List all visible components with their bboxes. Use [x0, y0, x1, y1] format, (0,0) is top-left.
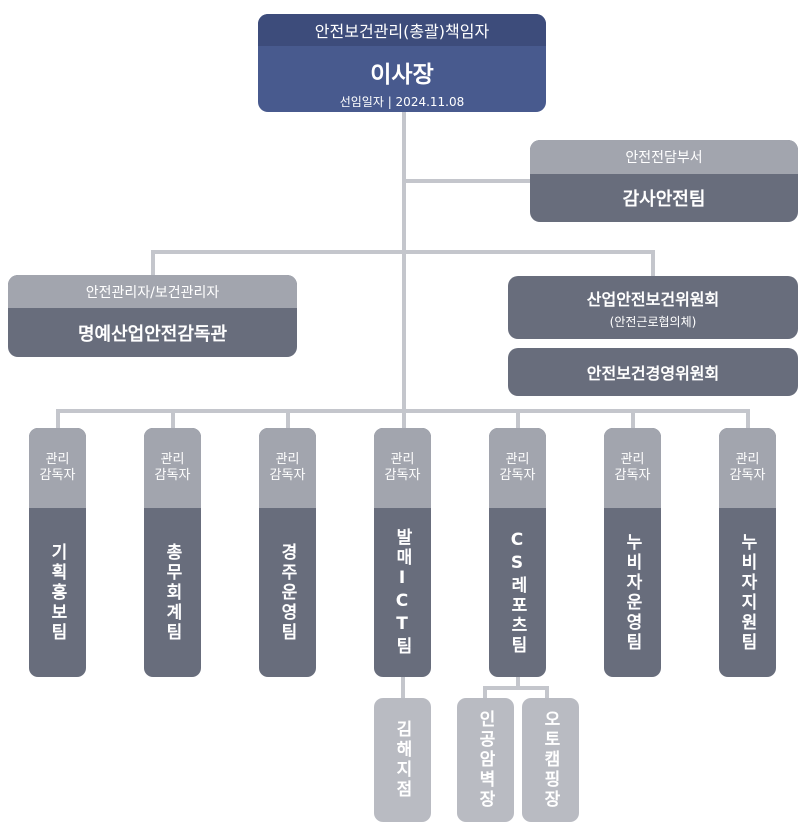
- ceo-appointed-date: 선임일자 | 2024.11.08: [339, 95, 465, 109]
- team-head: 관리 감독자: [604, 428, 661, 508]
- team-name: 발매ICT팀: [392, 528, 412, 657]
- team-column: 관리 감독자 누비자지원팀: [719, 428, 776, 677]
- team-head-line-1: 관리: [620, 452, 645, 467]
- team-name: 총무회계팀: [162, 542, 182, 643]
- team-head-line-2: 감독자: [269, 468, 306, 483]
- connector-team-drop-5: [516, 409, 520, 429]
- connector-team-drop-6: [631, 409, 635, 429]
- connector-cs-sub-vertical: [516, 677, 520, 687]
- connector-team-drop-1: [56, 409, 60, 429]
- team-name: 경주운영팀: [277, 542, 297, 643]
- subunit-name: 오토캠핑장: [540, 710, 560, 810]
- team-head-line-2: 감독자: [384, 468, 421, 483]
- team-head-line-2: 감독자: [39, 468, 76, 483]
- connector-teams-horizontal: [56, 409, 748, 413]
- safety-dept-label: 안전전담부서: [530, 140, 798, 174]
- team-head: 관리 감독자: [144, 428, 201, 508]
- connector-main-vertical: [402, 112, 406, 428]
- connector-honorary-drop: [151, 250, 155, 276]
- subunit-box: 김해지점: [374, 698, 431, 822]
- team-name: 기획홍보팀: [47, 542, 67, 643]
- committee-industrial-safety-name: 산업안전보건위원회: [586, 289, 720, 309]
- team-head-line-2: 감독자: [499, 468, 536, 483]
- team-head-line-1: 관리: [390, 452, 415, 467]
- committee-safety-management: 안전보건경영위원회: [508, 348, 798, 396]
- team-body: 누비자지원팀: [719, 508, 776, 677]
- team-column: 관리 감독자 발매ICT팀: [374, 428, 431, 677]
- safety-dept-name: 감사안전팀: [622, 189, 706, 210]
- team-body: 경주운영팀: [259, 508, 316, 677]
- team-body: 발매ICT팀: [374, 508, 431, 677]
- subunit-name: 인공암벽장: [475, 710, 495, 810]
- safety-manager-label: 안전관리자/보건관리자: [8, 275, 297, 308]
- connector-cs-sub-left: [483, 686, 487, 699]
- team-head-line-1: 관리: [505, 452, 530, 467]
- team-column: 관리 감독자 기획홍보팀: [29, 428, 86, 677]
- subunit-name: 김해지점: [392, 720, 412, 800]
- team-body: 기획홍보팀: [29, 508, 86, 677]
- safety-dept-box: 안전전담부서 감사안전팀: [530, 140, 798, 222]
- team-body: 누비자운영팀: [604, 508, 661, 677]
- team-body: CS레포츠팀: [489, 508, 546, 677]
- team-head-line-2: 감독자: [614, 468, 651, 483]
- team-head-line-1: 관리: [275, 452, 300, 467]
- team-head-line-2: 감독자: [729, 468, 766, 483]
- team-head-line-1: 관리: [160, 452, 185, 467]
- connector-ict-sub: [401, 677, 405, 699]
- team-name: CS레포츠팀: [507, 529, 527, 656]
- team-body: 총무회계팀: [144, 508, 201, 677]
- connector-team-drop-2: [171, 409, 175, 429]
- team-column: 관리 감독자 경주운영팀: [259, 428, 316, 677]
- committee-industrial-safety-sub: (안전근로협의체): [609, 314, 697, 329]
- team-head-line-2: 감독자: [154, 468, 191, 483]
- team-column: 관리 감독자 총무회계팀: [144, 428, 201, 677]
- connector-dept-horizontal: [402, 179, 532, 183]
- honorary-inspector-name: 명예산업안전감독관: [77, 323, 228, 345]
- connector-mid-horizontal: [151, 250, 655, 254]
- connector-cs-sub-right: [545, 686, 549, 699]
- connector-committee-drop: [651, 250, 655, 277]
- connector-team-drop-7: [746, 409, 750, 429]
- ceo-name: 이사장: [370, 62, 434, 88]
- team-column: 관리 감독자 누비자운영팀: [604, 428, 661, 677]
- team-head-line-1: 관리: [45, 452, 70, 467]
- team-head: 관리 감독자: [489, 428, 546, 508]
- team-head-line-1: 관리: [735, 452, 760, 467]
- team-head: 관리 감독자: [719, 428, 776, 508]
- subunit-box: 오토캠핑장: [522, 698, 579, 822]
- team-head: 관리 감독자: [259, 428, 316, 508]
- team-column: 관리 감독자 CS레포츠팀: [489, 428, 546, 677]
- safety-manager-box: 안전관리자/보건관리자 명예산업안전감독관: [8, 275, 297, 357]
- team-name: 누비자지원팀: [737, 532, 757, 653]
- ceo-title: 안전보건관리(총괄)책임자: [258, 14, 546, 46]
- connector-cs-sub-horizontal: [483, 686, 549, 690]
- team-head: 관리 감독자: [374, 428, 431, 508]
- ceo-box: 안전보건관리(총괄)책임자 이사장 선임일자 | 2024.11.08: [258, 14, 546, 112]
- team-head: 관리 감독자: [29, 428, 86, 508]
- connector-team-drop-3: [286, 409, 290, 429]
- committee-industrial-safety: 산업안전보건위원회 (안전근로협의체): [508, 276, 798, 339]
- team-name: 누비자운영팀: [622, 532, 642, 653]
- subunit-box: 인공암벽장: [457, 698, 514, 822]
